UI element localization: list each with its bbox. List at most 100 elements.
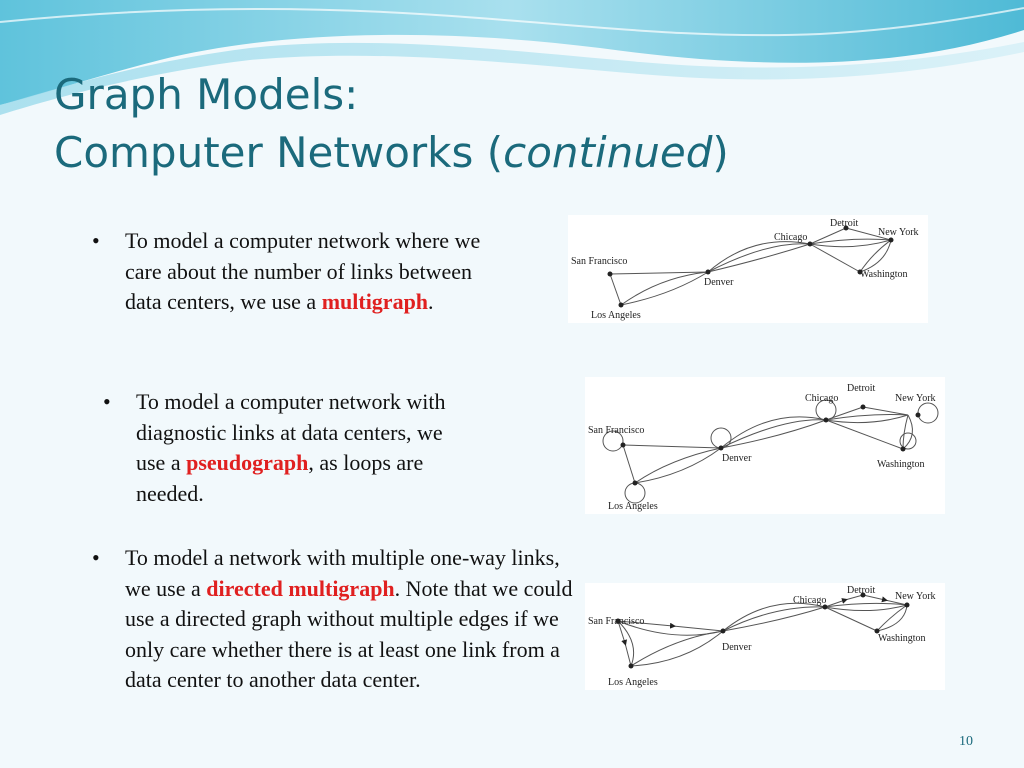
edge-la-denver-1 — [630, 630, 724, 667]
edge-la-denver-1 — [634, 447, 722, 484]
node-los-angeles — [632, 480, 638, 486]
label-denver: Denver — [704, 277, 734, 288]
bullet-highlight: multigraph — [321, 289, 429, 314]
bullet-marker: • — [92, 228, 100, 253]
multigraph-diagram: San Francisco Los Angeles Denver Chicago… — [568, 215, 928, 323]
header-wave-decoration — [0, 0, 1024, 115]
loop-new-york — [917, 402, 939, 424]
edge-chicago-newyork-1 — [825, 414, 909, 421]
node-washington — [857, 269, 863, 275]
edge-newyork-washington-2 — [859, 239, 892, 273]
bullet-text: To model a computer network with diagnos… — [136, 389, 446, 475]
node-new-york — [888, 237, 894, 243]
edge-chicago-denver — [722, 606, 826, 632]
title-line-1: Graph Models: — [54, 70, 359, 119]
label-los-angeles: Los Angeles — [608, 677, 658, 688]
bullet-text-end: , as loops are needed. — [136, 450, 424, 506]
edge-chicago-washington — [824, 606, 878, 632]
edge-la-denver-2 — [634, 447, 722, 484]
edge-sf-denver — [617, 620, 724, 632]
bullet-multigraph: • To model a computer network where we c… — [92, 226, 495, 318]
label-denver: Denver — [722, 642, 752, 653]
title-line-2-suffix: ) — [712, 128, 729, 177]
label-washington: Washington — [860, 269, 908, 280]
slide-title: Graph Models: Computer Networks (continu… — [54, 66, 729, 182]
label-chicago: Chicago — [805, 393, 838, 404]
bullet-marker: • — [92, 545, 100, 570]
label-new-york: New York — [878, 227, 919, 238]
label-san-francisco: San Francisco — [588, 425, 644, 436]
edge-denver-chicago-3 — [707, 243, 811, 273]
loop-los-angeles — [624, 482, 646, 504]
edge-chicago-detroit — [809, 227, 847, 245]
label-detroit: Detroit — [847, 585, 876, 596]
edge-denver-chicago-1 — [722, 602, 826, 632]
edge-la-denver-1 — [620, 271, 709, 306]
edge-chicago-newyork-1 — [809, 238, 892, 245]
node-san-francisco — [620, 442, 626, 448]
node-denver — [718, 445, 724, 451]
bullet-highlight: directed multigraph — [206, 575, 395, 601]
edge-chicago-detroit — [824, 594, 864, 608]
label-denver: Denver — [722, 453, 752, 464]
node-chicago — [823, 417, 829, 423]
loop-washington — [899, 432, 917, 450]
label-new-york: New York — [895, 591, 936, 602]
node-detroit — [860, 404, 866, 410]
edge-detroit-newyork — [862, 406, 909, 416]
directed-multigraph-diagram: San Francisco Los Angeles Denver Chicago… — [585, 583, 945, 690]
edge-denver-chicago-1 — [707, 241, 811, 273]
edge-sf-la — [609, 273, 622, 306]
label-los-angeles: Los Angeles — [608, 501, 658, 512]
edge-denver-chicago-2 — [707, 243, 811, 273]
node-washington — [874, 628, 880, 634]
node-washington — [900, 446, 906, 452]
bullet-directed-multigraph: • To model a network with multiple one-w… — [92, 543, 575, 696]
edge-chicago-newyork-1 — [824, 602, 908, 608]
edge-detroit-newyork — [845, 227, 892, 241]
bullet-text: To model a computer network where we car… — [125, 228, 481, 314]
edge-newyork-washington-1 — [876, 604, 908, 632]
edge-denver-chicago-2 — [722, 606, 826, 632]
label-new-york: New York — [895, 393, 936, 404]
edge-sf-la-1 — [617, 620, 632, 667]
node-chicago — [822, 604, 828, 610]
bullet-pseudograph: • To model a computer network with diagn… — [103, 387, 476, 509]
label-detroit: Detroit — [830, 218, 859, 229]
edge-newyork-washington-1 — [902, 414, 909, 450]
node-san-francisco — [607, 271, 613, 277]
bullet-text: To model a network with multiple one-way… — [125, 545, 560, 601]
label-chicago: Chicago — [793, 595, 826, 606]
label-los-angeles: Los Angeles — [591, 310, 641, 321]
edge-denver-chicago-2 — [720, 419, 827, 449]
bullet-text-end: . Note that we could use a directed grap… — [125, 575, 573, 693]
pseudograph-diagram: San Francisco Los Angeles Denver Chicago… — [585, 377, 945, 514]
label-san-francisco: San Francisco — [571, 256, 627, 267]
edge-newyork-washington-2 — [902, 414, 913, 450]
edge-denver-chicago-3 — [720, 419, 827, 449]
loop-san-francisco — [602, 430, 624, 452]
title-line-2-italic: continued — [503, 128, 713, 177]
edge-chicago-newyork-2 — [824, 604, 908, 612]
label-detroit: Detroit — [847, 383, 876, 394]
edge-chicago-washington — [825, 419, 904, 450]
node-los-angeles — [618, 302, 624, 308]
page-number: 10 — [959, 734, 973, 749]
edge-sf-la — [622, 444, 636, 484]
node-detroit — [843, 225, 849, 231]
edge-chicago-newyork-2 — [825, 414, 909, 424]
node-denver — [705, 269, 711, 275]
edge-chicago-newyork-2 — [809, 239, 892, 248]
node-chicago — [807, 241, 813, 247]
label-washington: Washington — [877, 459, 925, 470]
node-san-francisco — [615, 618, 621, 624]
edge-sf-la-2 — [617, 620, 635, 667]
loop-denver — [710, 427, 732, 449]
edge-sf-denver — [622, 444, 722, 449]
node-detroit — [860, 592, 866, 598]
label-chicago: Chicago — [774, 232, 807, 243]
title-line-2-prefix: Computer Networks ( — [54, 128, 504, 177]
node-denver — [720, 628, 726, 634]
edge-detroit-newyork — [862, 594, 908, 606]
